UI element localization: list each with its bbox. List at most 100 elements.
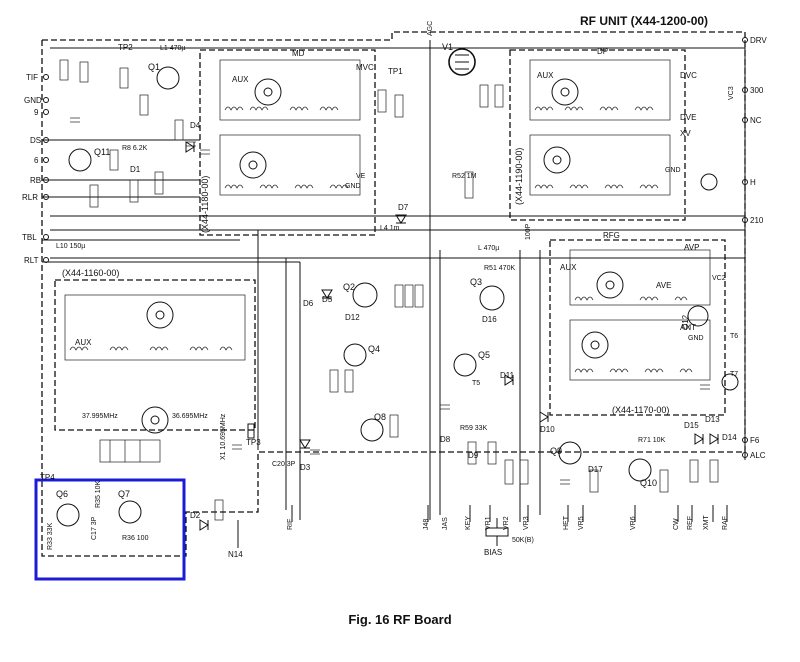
component-label: 36.695MHz: [172, 413, 208, 420]
component-label: 50K(B): [512, 537, 534, 544]
diode-label: D10: [540, 425, 555, 434]
subboard-label-mid: (X44-1180-00): [200, 176, 210, 233]
coil-bank: [569, 319, 711, 381]
signal-label: DP: [597, 47, 608, 56]
subboard-upper-right: [509, 49, 686, 221]
connector-label: RB: [30, 176, 41, 185]
connector-label: RIF: [287, 519, 294, 530]
component-label: R8 6.2K: [122, 145, 148, 152]
figure-caption: Fig. 16 RF Board: [348, 612, 452, 627]
connector-label: JAS: [442, 517, 449, 530]
connector-label: RAF: [722, 516, 729, 530]
signal-label: VC2: [712, 275, 726, 282]
subboard-left: [54, 279, 256, 431]
testpoint-label: TP2: [118, 43, 133, 52]
transistor-label: Q2: [343, 282, 355, 292]
coil-bank: [219, 134, 361, 196]
component-label: R52 1M: [452, 173, 477, 180]
signal-label: GND: [665, 167, 681, 174]
connector-label: HET: [563, 515, 570, 530]
component-label: 100P: [525, 223, 532, 240]
component-label: C17 3P: [91, 516, 98, 540]
component-cluster: [59, 59, 719, 521]
connector-label: BIAS: [484, 548, 502, 557]
connector-label: CW: [673, 518, 680, 530]
connector-label: 9: [34, 108, 39, 117]
component-label: R35 10K: [95, 480, 102, 508]
transistor-label: Q10: [640, 478, 657, 488]
connector-label: TIF: [26, 73, 38, 82]
signal-label: DVE: [680, 113, 696, 122]
connector-label: DRV: [750, 36, 767, 45]
transistor-label: Q1: [148, 62, 160, 72]
connector-label: J48: [423, 519, 430, 530]
component-label: X1 10.695MHz: [220, 413, 227, 460]
component-label: T7: [730, 371, 738, 378]
unit-outline: [41, 31, 746, 557]
component-label: R71 10K: [638, 437, 666, 444]
connector-label: KEY: [465, 516, 472, 530]
diode-symbols: [185, 141, 719, 531]
transistor-label: Q4: [368, 344, 380, 354]
signal-label: VE: [356, 173, 366, 180]
connector-label: VR2: [503, 516, 510, 530]
component-label: T6: [730, 333, 738, 340]
diode-label: D16: [482, 315, 497, 324]
connector-label: NC: [750, 116, 762, 125]
transistor-label: Q5: [478, 350, 490, 360]
testpoint-label: TP3: [246, 438, 261, 447]
coil-bank: [64, 294, 246, 361]
inductor-row: [69, 106, 693, 373]
transistor-label: Q3: [470, 277, 482, 287]
component-label: L4 1m: [380, 225, 400, 232]
signal-label: AGC: [427, 21, 434, 36]
diode-label: D12: [345, 313, 360, 322]
bottom-connector-lines: [237, 505, 728, 548]
signal-label: AUX: [560, 263, 577, 272]
connector-label: VR3: [523, 516, 530, 530]
diode-label: D3: [300, 463, 311, 472]
highlight-box: [34, 478, 186, 581]
signal-label: AUX: [232, 75, 249, 84]
right-terminals: [742, 37, 748, 458]
component-label: R36 100: [122, 535, 149, 542]
connector-label: DS: [30, 136, 41, 145]
lamp-symbol: [700, 173, 718, 191]
transistor-label: Q6: [56, 489, 68, 499]
component-label: R59 33K: [460, 425, 488, 432]
band-switch: [141, 78, 624, 434]
component-label: L 470µ: [478, 245, 499, 252]
signal-label: AUX: [537, 71, 554, 80]
transistor-label: Q8: [374, 412, 386, 422]
signal-label: AUX: [75, 338, 92, 347]
connector-label: 210: [750, 216, 764, 225]
diode-label: D8: [440, 435, 451, 444]
signal-label: AVE: [656, 281, 671, 290]
component-label: C20 3P: [272, 461, 296, 468]
coil-bank: [569, 249, 711, 306]
connector-label: 6: [34, 156, 39, 165]
diode-label: D1: [130, 165, 141, 174]
component-label: L1 470µ: [160, 45, 185, 52]
diode-label: D14: [722, 433, 737, 442]
left-terminals: [43, 74, 49, 263]
diode-label: D2: [190, 511, 201, 520]
signal-label: ANT: [680, 323, 696, 332]
tube-label: V1: [442, 42, 453, 52]
connector-label: RLR: [22, 193, 38, 202]
diode-label: D4: [190, 121, 201, 130]
connector-label: VR6: [630, 516, 637, 530]
diode-label: D11: [500, 371, 515, 380]
bias-pot: [485, 518, 509, 546]
coil-bank: [529, 134, 671, 196]
connector-label: XMT: [703, 515, 710, 531]
tube-v1: [448, 48, 476, 76]
subboard-lower-right: [549, 239, 726, 416]
component-label: T5: [472, 380, 480, 387]
diode-label: D9: [468, 451, 479, 460]
signal-label: XV: [680, 129, 691, 138]
connector-label: N14: [228, 550, 243, 559]
connector-label: RLT: [24, 256, 39, 265]
crystal-x1: [247, 423, 255, 439]
diode-label: D17: [588, 465, 603, 474]
